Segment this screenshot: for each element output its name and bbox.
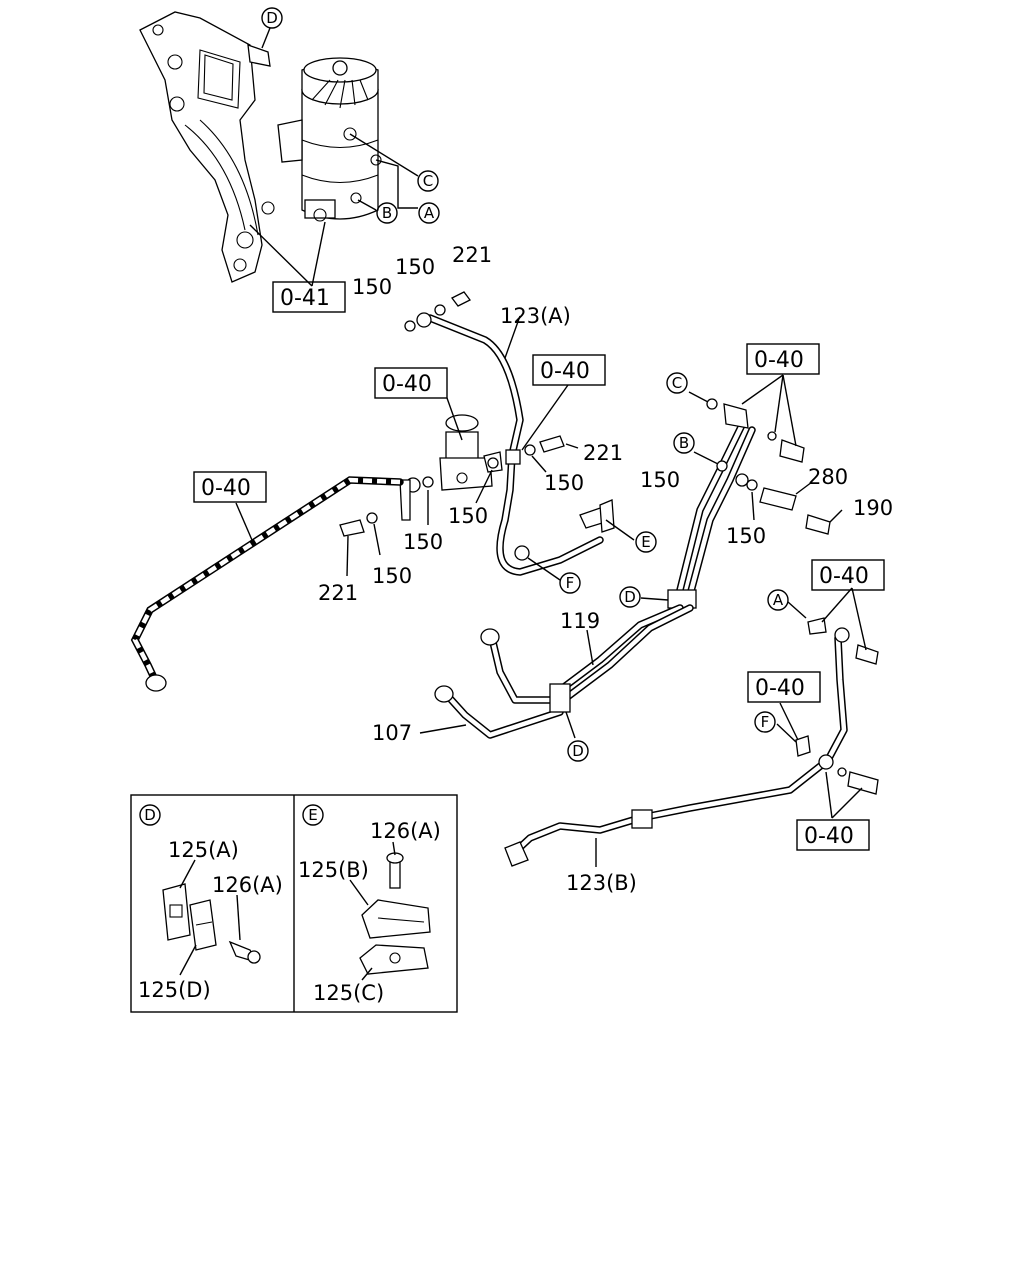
ref-box-040: 0-40 bbox=[755, 676, 805, 701]
circled-references: D C A B E F C B D A D F bbox=[261, 7, 789, 762]
circle-letter-a: A bbox=[773, 591, 784, 609]
pipe-right-upper bbox=[667, 398, 831, 609]
label-150: 150 bbox=[395, 255, 435, 279]
pipe-123b bbox=[504, 617, 879, 867]
label-150: 150 bbox=[640, 468, 680, 492]
label-150: 150 bbox=[544, 471, 584, 495]
circle-letter-d: D bbox=[266, 9, 278, 27]
pipes-119-107 bbox=[434, 604, 694, 739]
circle-letter-e: E bbox=[641, 533, 650, 551]
ref-box-040: 0-40 bbox=[201, 476, 251, 501]
ref-box-040: 0-40 bbox=[540, 359, 590, 384]
ref-box-040: 0-40 bbox=[382, 372, 432, 397]
label-150: 150 bbox=[448, 504, 488, 528]
ref-box-040: 0-40 bbox=[754, 348, 804, 373]
label-150: 150 bbox=[403, 530, 443, 554]
label-150: 150 bbox=[726, 524, 766, 548]
circle-letter-d: D bbox=[572, 742, 584, 760]
circle-letter-c: C bbox=[672, 374, 682, 392]
label-125d: 125(D) bbox=[138, 978, 211, 1002]
label-123b: 123(B) bbox=[566, 871, 637, 895]
label-221: 221 bbox=[318, 581, 358, 605]
circle-letter-b: B bbox=[382, 204, 392, 222]
circle-letter-b: B bbox=[679, 434, 689, 452]
inset-details: D 125(A) 126(A) 125(D) E 126(A) 125(B) 1… bbox=[130, 794, 458, 1013]
circle-letter-d: D bbox=[624, 588, 636, 606]
label-150: 150 bbox=[352, 275, 392, 299]
circle-letter-f: F bbox=[566, 574, 575, 592]
circle-letter-a: A bbox=[424, 204, 435, 222]
label-150: 150 bbox=[372, 564, 412, 588]
circle-letter-c: C bbox=[423, 172, 433, 190]
part-number-labels: 150 150 221 123(A) 221 150 150 150 150 2… bbox=[318, 243, 893, 895]
label-123a: 123(A) bbox=[500, 304, 571, 328]
engine-bracket bbox=[139, 11, 275, 283]
top-leaders bbox=[249, 27, 419, 287]
fuel-filter bbox=[277, 57, 382, 222]
ref-box-040: 0-40 bbox=[804, 824, 854, 849]
label-280: 280 bbox=[808, 465, 848, 489]
label-119: 119 bbox=[560, 609, 600, 633]
circle-letter-f: F bbox=[761, 713, 770, 731]
circle-letter-e: E bbox=[308, 806, 317, 824]
label-126a: 126(A) bbox=[370, 819, 441, 843]
ref-box-040: 0-40 bbox=[819, 564, 869, 589]
ref-box-041: 0-41 bbox=[280, 286, 330, 311]
priming-valve bbox=[339, 414, 503, 537]
pipe-123a bbox=[404, 291, 615, 576]
label-125c: 125(C) bbox=[313, 981, 384, 1005]
boxed-references: 0-41 0-40 0-40 0-40 0-40 0-40 0-40 0-40 bbox=[193, 281, 885, 851]
label-221: 221 bbox=[452, 243, 492, 267]
leaders bbox=[235, 315, 867, 867]
circle-letter-d: D bbox=[144, 806, 156, 824]
label-107: 107 bbox=[372, 721, 412, 745]
label-125b: 125(B) bbox=[298, 858, 369, 882]
label-190: 190 bbox=[853, 496, 893, 520]
label-126a: 126(A) bbox=[212, 873, 283, 897]
label-221: 221 bbox=[583, 441, 623, 465]
pipe-left bbox=[130, 476, 404, 692]
label-125a: 125(A) bbox=[168, 838, 239, 862]
